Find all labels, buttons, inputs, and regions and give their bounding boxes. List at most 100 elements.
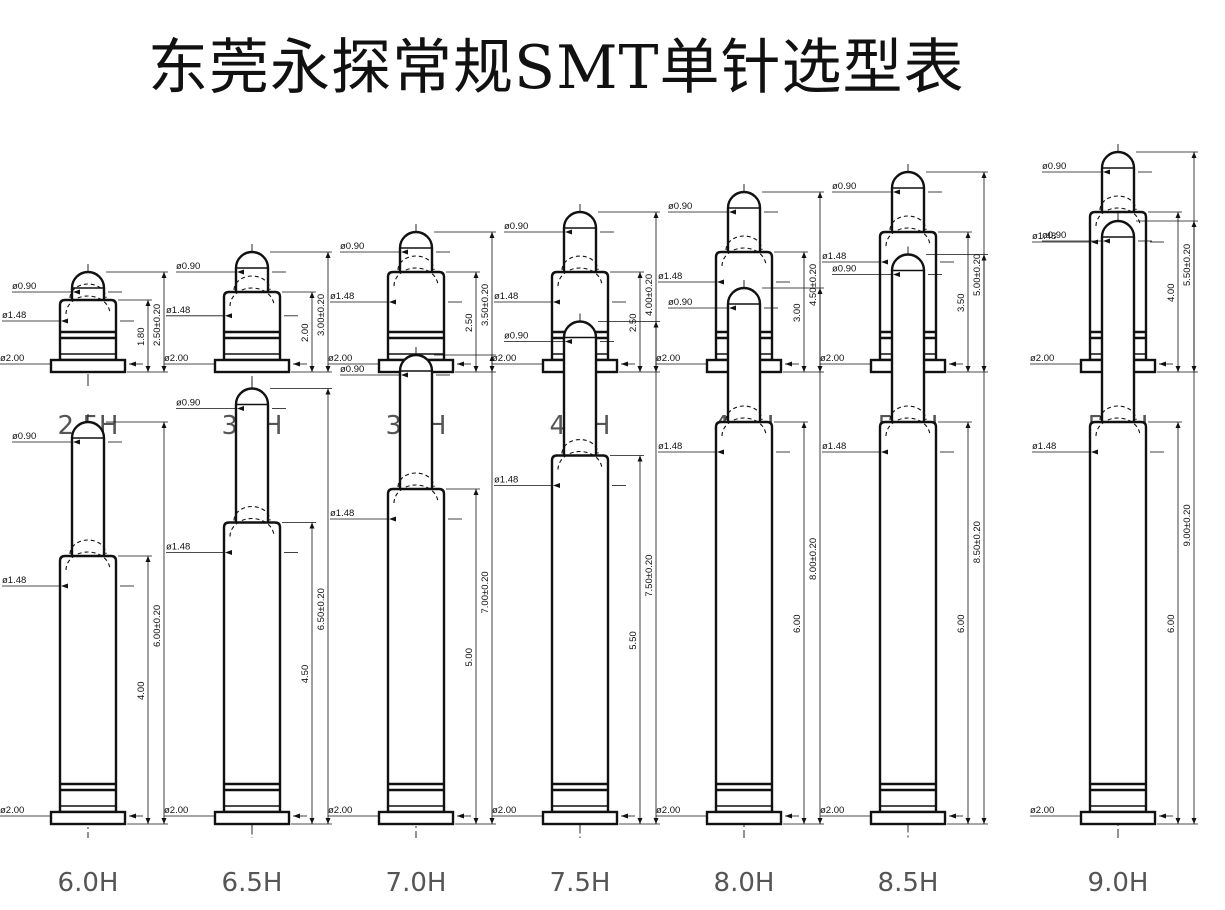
dim-arrow (621, 813, 628, 819)
dim-arrow (637, 366, 643, 372)
base-diameter-label: ø2.00 (492, 353, 516, 364)
base-diameter-label: ø2.00 (1030, 805, 1054, 816)
base-diameter-label: ø2.00 (164, 805, 188, 816)
hidden-plunger-head (561, 438, 599, 454)
dim-arrow (61, 583, 68, 589)
body-height-label: 5.00 (464, 648, 475, 667)
model-label: 6.5H (222, 868, 283, 898)
dim-arrow (949, 813, 956, 819)
dim-arrow (145, 556, 151, 562)
hidden-plunger-head (889, 215, 927, 231)
base-flange (1079, 810, 1157, 826)
dim-arrow (817, 288, 823, 294)
base-flange (213, 810, 291, 826)
dim-arrow (621, 361, 628, 367)
dim-arrow (881, 449, 888, 455)
hidden-plunger-head (1099, 195, 1137, 211)
plunger (562, 210, 598, 272)
dim-arrow (489, 355, 495, 361)
base-diameter-label: ø2.00 (328, 805, 352, 816)
base-flange (705, 810, 783, 826)
plunger-diameter-label: ø0.90 (1042, 161, 1066, 172)
dim-arrow (1091, 449, 1098, 455)
plunger-diameter-label: ø0.90 (340, 241, 364, 252)
total-height-label: 8.00±0.20 (808, 538, 819, 580)
total-height-label: 5.00±0.20 (972, 254, 983, 296)
dim-arrow (1175, 422, 1181, 428)
dim-arrow (161, 272, 167, 278)
base-flange (213, 358, 291, 374)
base-diameter-label: ø2.00 (0, 805, 24, 816)
dim-arrow (401, 249, 408, 255)
hidden-plunger-head (229, 517, 275, 537)
dim-arrow (161, 422, 167, 428)
barrel (222, 290, 282, 362)
base-diameter-label: ø2.00 (656, 805, 680, 816)
plunger-diameter-label: ø0.90 (176, 261, 200, 272)
plunger-diameter-label: ø0.90 (668, 297, 692, 308)
hidden-plunger-head (393, 484, 439, 504)
model-label: 7.5H (550, 868, 611, 898)
dim-arrow (729, 209, 736, 215)
total-height-label: 3.00±0.20 (316, 294, 327, 336)
barrel (58, 554, 118, 814)
hidden-plunger-head (561, 255, 599, 271)
base-diameter-label: ø2.00 (656, 353, 680, 364)
dim-arrow (1191, 221, 1197, 227)
hidden-plunger-head (557, 267, 603, 287)
plunger-diameter-label: ø0.90 (176, 398, 200, 409)
dim-arrow (637, 272, 643, 278)
barrel (386, 487, 446, 814)
dim-arrow (129, 361, 136, 367)
dim-arrow (1175, 212, 1181, 218)
hidden-plunger-head (233, 275, 271, 291)
total-height-label: 5.50±0.20 (1182, 244, 1193, 286)
dim-arrow (801, 366, 807, 372)
model-label: 7.0H (386, 868, 447, 898)
dim-arrow (145, 818, 151, 824)
body-height-label: 4.00 (1166, 284, 1177, 303)
dim-arrow (965, 232, 971, 238)
plunger-diameter-label: ø0.90 (832, 181, 856, 192)
body-height-label: 2.50 (464, 314, 475, 333)
barrel-diameter-label: ø1.48 (822, 441, 846, 452)
plunger-diameter-label: ø0.90 (1042, 230, 1066, 241)
dim-arrow (785, 361, 792, 367)
hidden-plunger-head (885, 417, 931, 437)
dim-arrow (785, 813, 792, 819)
plunger (726, 286, 762, 422)
body-height-label: 2.00 (300, 324, 311, 343)
body-height-label: 4.00 (136, 682, 147, 701)
dim-arrow (1175, 818, 1181, 824)
dim-arrow (1191, 818, 1197, 824)
dim-arrow (965, 818, 971, 824)
hidden-plunger-head (229, 287, 275, 307)
base-flange (869, 810, 947, 826)
dim-arrow (565, 339, 572, 344)
plunger (726, 190, 762, 252)
barrel (878, 420, 938, 814)
dim-arrow (325, 388, 331, 395)
dim-arrow (881, 259, 888, 265)
dim-arrow (237, 406, 244, 411)
dim-arrow (237, 269, 244, 275)
total-height-label: 6.50±0.20 (316, 588, 327, 630)
base-diameter-label: ø2.00 (820, 805, 844, 816)
base-diameter-label: ø2.00 (1030, 353, 1054, 364)
base-diameter-label: ø2.00 (492, 805, 516, 816)
hidden-plunger-head (885, 227, 931, 247)
base-flange (377, 810, 455, 826)
dim-arrow (325, 252, 331, 258)
plunger-diameter-label: ø0.90 (504, 221, 528, 232)
dim-arrow (73, 289, 80, 295)
model-label: 9.0H (1088, 868, 1149, 898)
total-height-label: 4.50±0.20 (808, 264, 819, 306)
plunger-diameter-label: ø0.90 (832, 264, 856, 275)
hidden-plunger-head (557, 450, 603, 470)
dim-arrow (457, 361, 464, 367)
barrel (222, 521, 282, 814)
dim-arrow (981, 172, 987, 178)
body-height-label: 3.50 (956, 294, 967, 313)
